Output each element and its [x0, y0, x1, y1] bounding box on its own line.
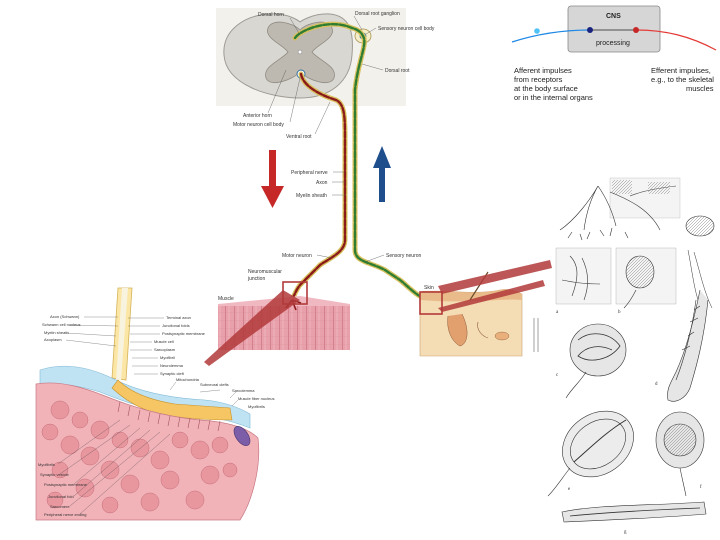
label-ventral-root: Ventral root — [286, 134, 312, 140]
panel-letter-c: c — [556, 373, 559, 378]
scale-notes — [533, 318, 539, 352]
efferent-line-3: muscles — [686, 84, 714, 93]
sensory-neuron-path — [293, 23, 434, 302]
nmj-right-label-3: Postsynaptic membrane — [162, 331, 206, 336]
receptor-panel-d: d — [655, 289, 709, 402]
callout-lines — [204, 260, 552, 366]
nmj-left-label-5: Neurolemma — [160, 363, 184, 368]
nmj-bottom-label-2: Synaptic vesicle — [40, 472, 69, 477]
skin-callout-box — [419, 291, 443, 315]
nmj-left-label-2: Schwann cell nucleus — [42, 322, 80, 327]
direction-arrows — [261, 146, 391, 208]
spinal-cord-leaders — [267, 15, 385, 263]
nmj-right-label-6: Myofibril — [160, 355, 175, 360]
label-anterior-horn: Anterior horn — [243, 113, 272, 119]
nmj-left-label-7: Mitochondria — [176, 377, 200, 382]
efferent-down-arrow — [261, 150, 284, 208]
label-dorsal-horn: Dorsal horn — [258, 12, 284, 18]
receptor-panel-a-b: a b — [555, 247, 713, 315]
label-myelin-sheath: Myelin sheath — [296, 193, 327, 199]
nmj-bottom-label-5: Sarcomere — [50, 504, 70, 509]
myofibrils — [41, 400, 238, 514]
nmj-bottom-label-3: Postsynaptic membrane — [44, 482, 88, 487]
panel-letter-e: e — [568, 487, 571, 492]
axon-core — [116, 288, 128, 380]
nmj-left-label-9: Sarcolemma — [232, 388, 255, 393]
spinal-cord-panel: Dorsal horn Dorsal root ganglion Sensory… — [216, 8, 435, 303]
nmj-callout-pointer — [204, 290, 300, 366]
skin-callout-pointer-top — [438, 260, 552, 294]
afferent-up-arrow — [373, 146, 391, 202]
nmj-left-label-6: Synaptic cleft — [160, 371, 185, 376]
receptor-panel-g: g — [561, 501, 707, 535]
label-axon: Axon — [316, 180, 328, 186]
cns-title: CNS — [606, 13, 621, 20]
nmj-left-label-8: Subneural clefts — [200, 382, 229, 387]
label-peripheral-nerve: Peripheral nerve — [291, 170, 328, 176]
muscle-nucleus — [233, 426, 251, 446]
afferent-line-2: from receptors — [514, 75, 563, 84]
sweat-gland — [494, 331, 510, 341]
hair-follicle — [447, 313, 468, 347]
nmj-detail-panel: Axon (Schwann) Schwann cell nucleus Myel… — [35, 287, 274, 521]
receptor-dot — [534, 28, 540, 34]
nmj-bottom-label-6: Peripheral nerve ending — [44, 512, 86, 517]
panel-letter-a: a — [556, 310, 559, 315]
label-sensory-neuron-cell-body: Sensory neuron cell body — [378, 26, 435, 32]
nmj-left-label-4: Axoplasm — [44, 337, 62, 342]
efferent-line-2: e.g., to the skeletal — [651, 75, 714, 84]
label-motor-neuron: Motor neuron — [282, 253, 312, 259]
nmj-right-label-5: Sarcoplasm — [154, 347, 176, 352]
nmj-left-label-3: Myelin sheath — [44, 330, 69, 335]
afferent-line-1: Afferent impulses — [514, 66, 572, 75]
receptor-panels: a b c d e f — [533, 177, 715, 535]
label-motor-neuron-cell-body: Motor neuron cell body — [233, 122, 284, 128]
nmj-right-label-2: Junctional folds — [162, 323, 190, 328]
nmj-left-label-11: Myofibrils — [248, 404, 265, 409]
free-nerve-endings-sketch — [559, 177, 715, 241]
label-dorsal-root: Dorsal root — [385, 68, 410, 74]
junctional-folds — [117, 401, 221, 432]
nmj-bottom-label-1: Myofibrils — [38, 462, 55, 467]
cns-box — [567, 5, 661, 53]
motor-neuron-path — [290, 72, 347, 302]
nmj-right-labels: Terminal axon Junctional folds Postsynap… — [128, 315, 274, 409]
panel-letter-d: d — [655, 382, 658, 387]
central-canal — [297, 49, 303, 55]
nmj-right-label-4: Muscle cell — [154, 339, 174, 344]
panel-letter-b: b — [618, 310, 621, 315]
afferent-line-4: or in the internal organs — [514, 93, 593, 102]
efferent-line — [635, 29, 717, 51]
receptor-panel-c: c — [556, 323, 627, 399]
nmj-right-label-1: Terminal axon — [166, 315, 191, 320]
label-skin: Skin — [424, 285, 434, 291]
nmj-left-labels: Axon (Schwann) Schwann cell nucleus Myel… — [42, 314, 119, 347]
cns-schema: CNS processing Afferent impulses from re… — [511, 5, 717, 102]
label-muscle: Muscle — [218, 296, 234, 302]
afferent-synapse-dot — [587, 27, 593, 33]
nerve-labels: Peripheral nerve Axon Myelin sheath Moto… — [247, 170, 422, 282]
label-neuromuscular-junction-1: Neuromuscular — [248, 269, 282, 275]
nmj-left-label-10: Muscle fiber nucleus — [238, 396, 274, 401]
label-sensory-neuron: Sensory neuron — [386, 253, 422, 259]
label-dorsal-root-ganglion: Dorsal root ganglion — [355, 11, 400, 17]
afferent-line — [511, 29, 591, 43]
afferent-line-3: at the body surface — [514, 84, 578, 93]
panel-letter-f: f — [700, 485, 702, 490]
receptor-panel-e: e — [547, 410, 634, 497]
panel-letter-g: g — [624, 530, 627, 535]
efferent-line-1: Efferent impulses, — [651, 66, 711, 75]
cns-processing: processing — [596, 40, 630, 47]
nmj-bottom-labels: Myofibrils Synaptic vesicle Postsynaptic… — [38, 419, 171, 517]
nmj-bottom-label-4: Junctional fold — [48, 494, 74, 499]
nmj-left-label-1: Axon (Schwann) — [50, 314, 80, 319]
axon-terminal — [111, 379, 233, 421]
efferent-synapse-dot — [633, 27, 639, 33]
skin-callout-pointer-bottom — [438, 280, 545, 312]
receptor-panel-f: f — [655, 411, 705, 497]
label-neuromuscular-junction-2: junction — [247, 276, 265, 282]
